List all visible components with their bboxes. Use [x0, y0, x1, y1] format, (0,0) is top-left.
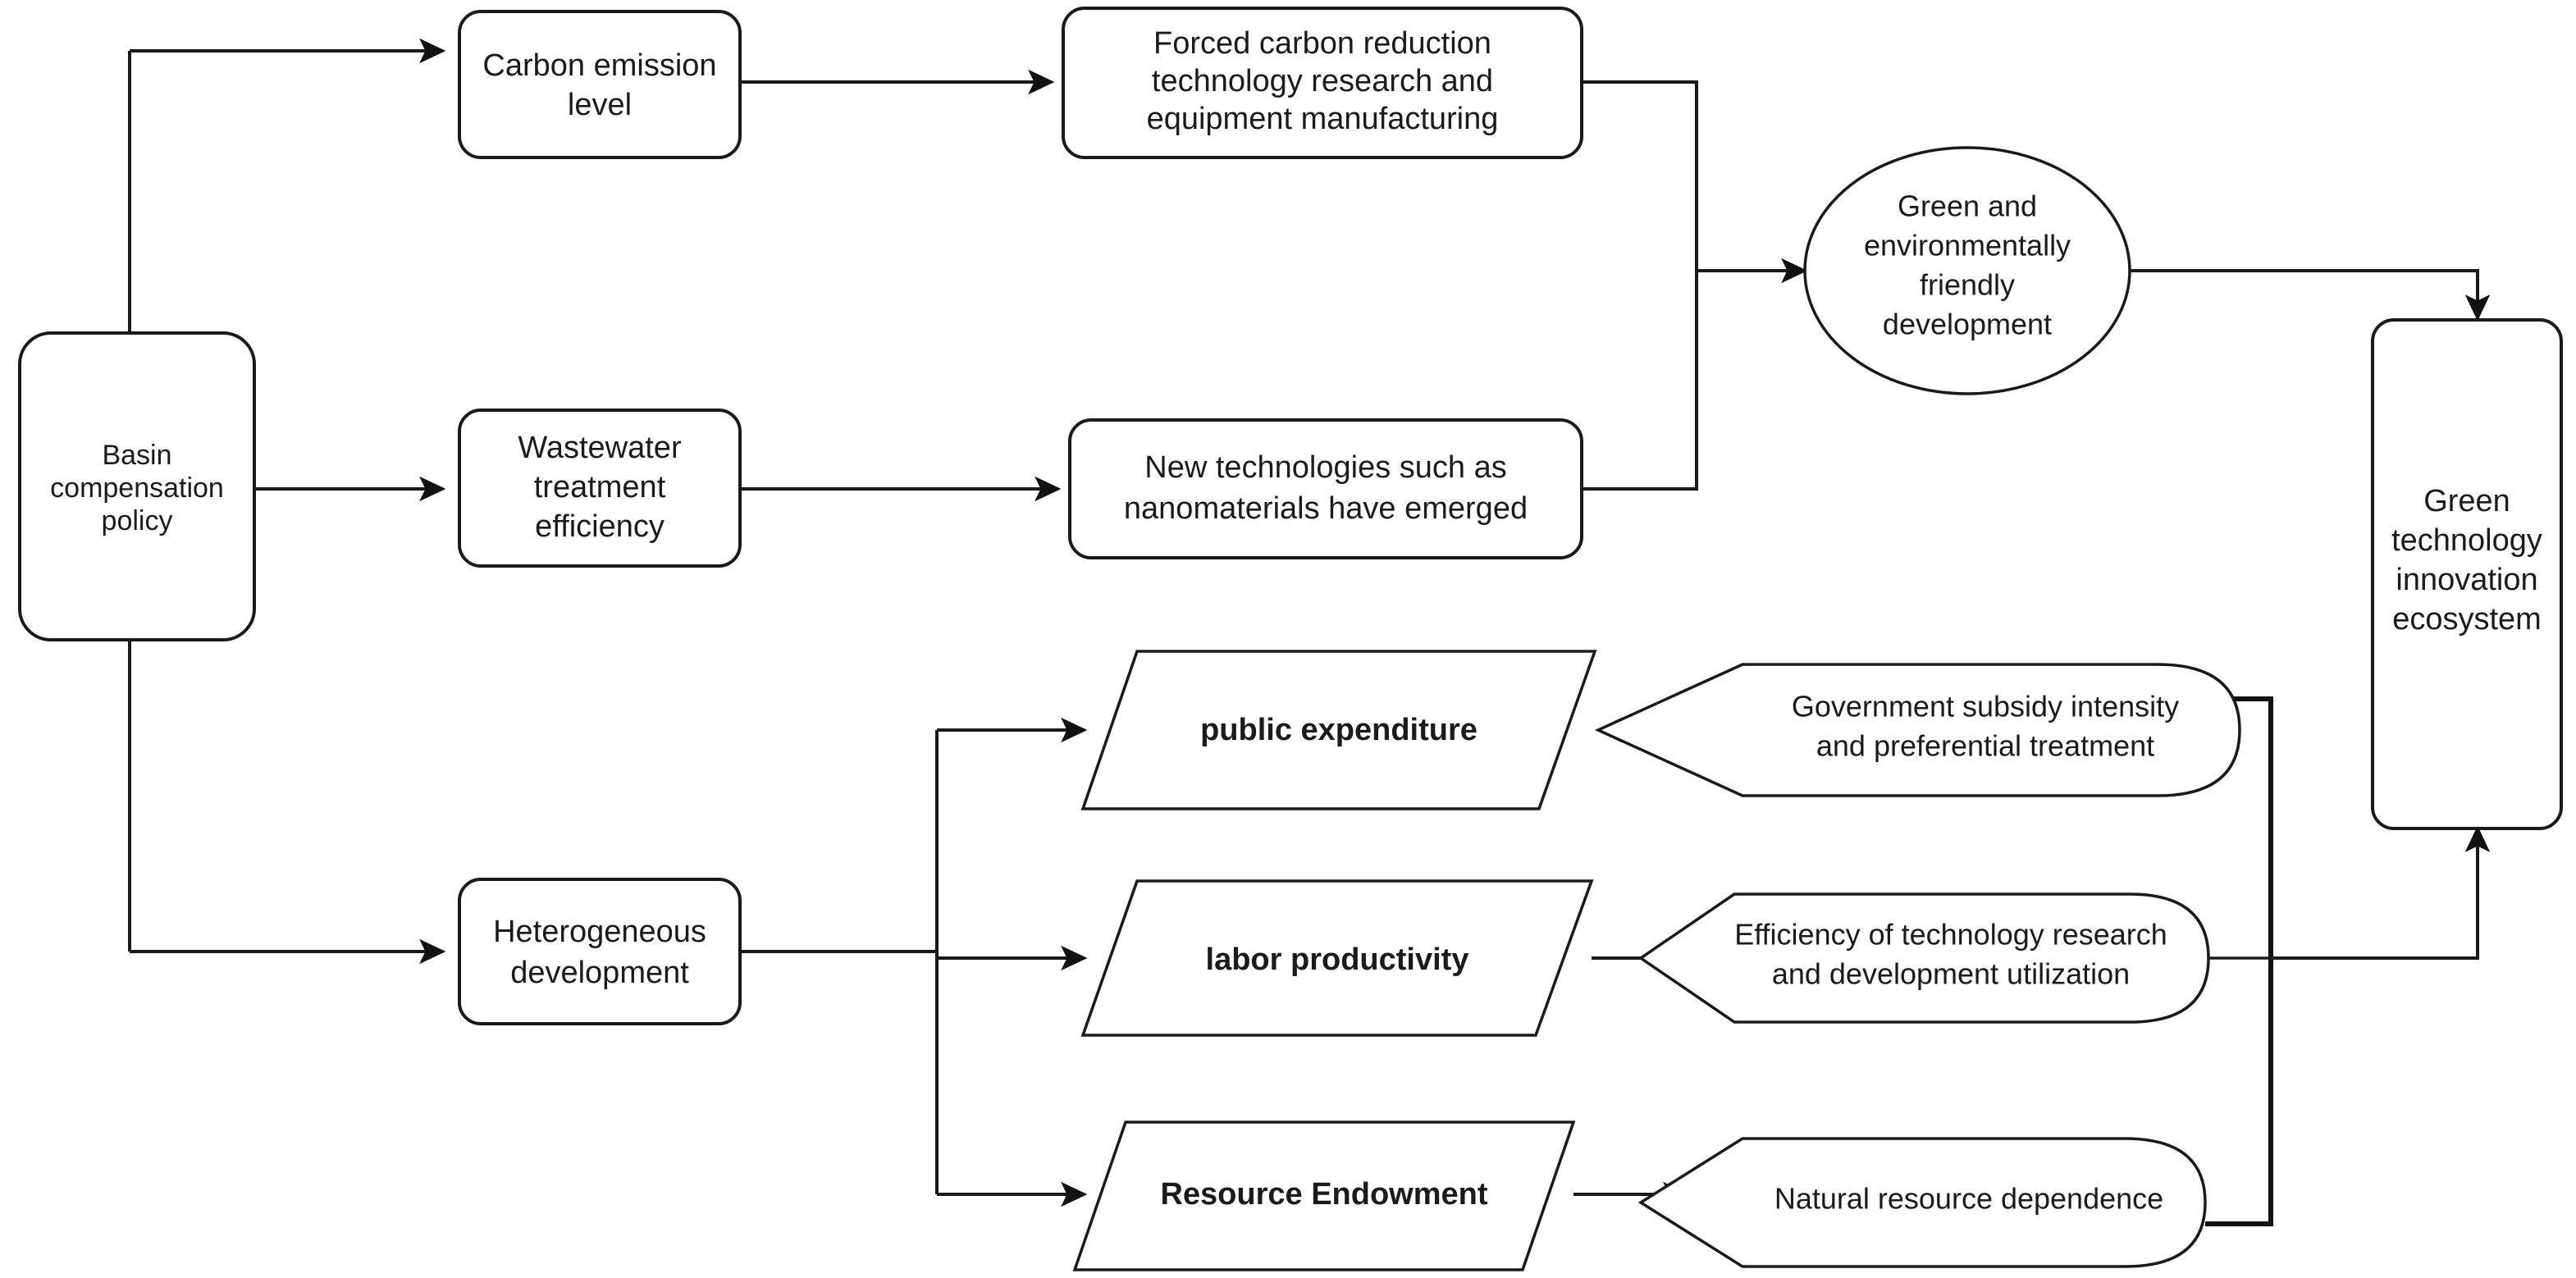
public-expenditure-parallelogram: [1080, 650, 1597, 810]
rnd-efficiency-label-1: and development utilization: [1772, 957, 2130, 991]
forced-carbon-label-1: technology research and: [1152, 64, 1493, 98]
carbon-emission-label-0: Carbon emission: [482, 48, 716, 83]
gov-subsidy-flag: [1594, 663, 2241, 797]
node-heterogeneous-development[interactable]: Heterogeneous development: [458, 878, 742, 1025]
basin-policy-label-0: Basin: [102, 440, 171, 471]
green-dev-label-1: environmentally: [1864, 229, 2071, 262]
node-rnd-efficiency[interactable]: Efficiency of technology research and de…: [1637, 892, 2210, 1024]
wastewater-label-2: efficiency: [535, 509, 665, 544]
node-resource-endowment[interactable]: Resource Endowment: [1072, 1121, 1576, 1271]
basin-policy-label-2: policy: [102, 505, 173, 536]
resource-endowment-parallelogram: [1072, 1121, 1576, 1271]
forced-carbon-label-0: Forced carbon reduction: [1153, 26, 1491, 61]
ecosystem-label-3: ecosystem: [2392, 602, 2542, 637]
edge-nano-to-merge: [1582, 271, 1698, 491]
carbon-emission-box: [458, 10, 742, 159]
forced-carbon-box: [1062, 7, 1583, 159]
green-dev-label-3: development: [1883, 308, 2052, 341]
natural-resource-label: Natural resource dependence: [1774, 1182, 2163, 1216]
basin-policy-label-1: compensation: [50, 472, 224, 504]
ecosystem-label-1: technology: [2391, 523, 2542, 558]
node-carbon-emission-level[interactable]: Carbon emission level: [458, 10, 742, 159]
node-forced-carbon-reduction[interactable]: Forced carbon reduction technology resea…: [1062, 7, 1583, 159]
nanomaterials-label-0: New technologies such as: [1144, 450, 1506, 485]
node-green-environmentally-friendly-development[interactable]: Green and environmentally friendly devel…: [1803, 146, 2131, 395]
ecosystem-label-0: Green: [2423, 484, 2510, 518]
heterogeneous-label-1: development: [510, 956, 689, 990]
node-basin-compensation-policy[interactable]: Basin compensation policy: [18, 331, 256, 641]
node-natural-resource-dependence[interactable]: Natural resource dependence: [1637, 1137, 2207, 1268]
node-nanomaterials-emerged[interactable]: New technologies such as nanomaterials h…: [1068, 418, 1583, 559]
node-wastewater-treatment-efficiency[interactable]: Wastewater treatment efficiency: [458, 409, 742, 568]
ecosystem-label-2: innovation: [2396, 563, 2537, 597]
wastewater-box: [458, 409, 742, 568]
natural-resource-flag: [1637, 1137, 2207, 1268]
nanomaterials-label-1: nanomaterials have emerged: [1124, 491, 1528, 526]
edge-greendev-to-ecosystem: [2130, 269, 2491, 322]
node-public-expenditure[interactable]: public expenditure: [1080, 650, 1597, 810]
labor-productivity-label: labor productivity: [1206, 943, 1469, 977]
gov-subsidy-label-1: and preferential treatment: [1816, 729, 2154, 763]
green-dev-label-0: Green and: [1898, 189, 2037, 223]
basin-policy-box: [18, 331, 256, 641]
forced-carbon-label-2: equipment manufacturing: [1147, 102, 1499, 136]
carbon-emission-label-1: level: [568, 88, 632, 122]
wastewater-label-0: Wastewater: [518, 431, 682, 465]
edge-bus-to-ecosystem: [2271, 825, 2491, 960]
node-green-technology-innovation-ecosystem[interactable]: Green technology innovation ecosystem: [2371, 318, 2563, 830]
public-expenditure-label: public expenditure: [1200, 713, 1478, 747]
heterogeneous-label-0: Heterogeneous: [493, 915, 706, 949]
node-labor-productivity[interactable]: labor productivity: [1080, 879, 1594, 1037]
green-development-ellipse: [1803, 146, 2131, 395]
rnd-efficiency-flag: [1637, 892, 2210, 1024]
labor-productivity-parallelogram: [1080, 879, 1594, 1037]
edge-right-collector-bus: [2205, 696, 2273, 1226]
nanomaterials-box: [1068, 418, 1583, 559]
gov-subsidy-label-0: Government subsidy intensity: [1792, 690, 2179, 723]
ecosystem-box: [2371, 318, 2563, 830]
wastewater-label-1: treatment: [534, 470, 666, 504]
rnd-efficiency-label-0: Efficiency of technology research: [1734, 918, 2167, 952]
green-dev-label-2: friendly: [1920, 268, 2015, 302]
node-government-subsidy-intensity[interactable]: Government subsidy intensity and prefere…: [1594, 663, 2241, 797]
heterogeneous-box: [458, 878, 742, 1025]
resource-endowment-label: Resource Endowment: [1160, 1177, 1487, 1212]
edge-forced-to-merge: [1582, 80, 1698, 271]
